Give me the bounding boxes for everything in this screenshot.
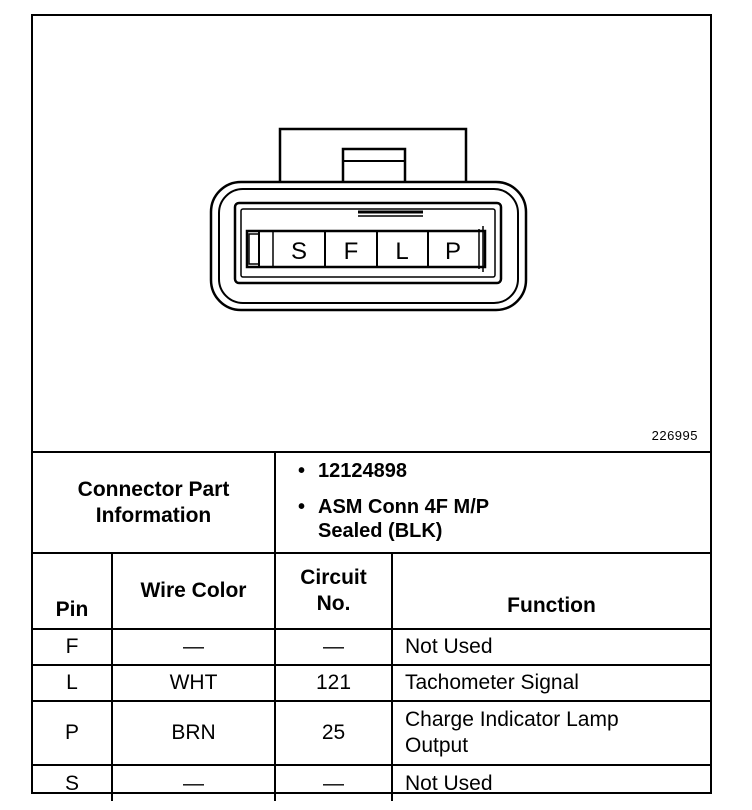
bullet-icon: •	[298, 496, 306, 518]
cell-wire-color: —	[111, 628, 276, 666]
part-number-item: • 12124898	[298, 459, 407, 483]
cell-function: Tachometer Signal	[391, 664, 710, 702]
connector-body-inner	[218, 188, 519, 304]
table-header-row: Pin Wire Color Circuit No. Function	[33, 554, 710, 630]
cell-wire-color: WHT	[111, 664, 276, 702]
pin-label-f: F	[344, 238, 359, 265]
description-item: • ASM Conn 4F M/P Sealed (BLK)	[298, 495, 490, 543]
connector-part-information-label: Connector Part Information	[33, 453, 276, 552]
cell-circuit: 121	[274, 664, 393, 702]
cell-wire-color: BRN	[111, 700, 276, 766]
table-row: F — — Not Used	[33, 628, 710, 666]
cell-pin: F	[33, 628, 113, 666]
connector-latch-housing	[278, 127, 468, 186]
pin-label-l: L	[395, 238, 408, 265]
function-line1: Charge Indicator Lamp	[405, 708, 619, 731]
cell-circuit: —	[274, 628, 393, 666]
description-line2: Sealed (BLK)	[318, 520, 443, 542]
connector-cavity-frame	[233, 201, 503, 285]
header-pin: Pin	[33, 554, 113, 630]
info-label-line1: Connector Part	[77, 477, 230, 501]
connector-pin-strip	[245, 229, 487, 269]
cell-function: Charge Indicator Lamp Output	[391, 700, 710, 766]
description-line1: ASM Conn 4F M/P	[318, 496, 490, 518]
function-line2: Output	[405, 734, 469, 757]
bullet-icon: •	[298, 460, 306, 482]
connector-diagram-area: S F L P 226995	[33, 16, 710, 453]
connector-sheet: S F L P 226995 Connector Part Informatio…	[31, 14, 712, 801]
info-label-line2: Information	[95, 503, 212, 527]
cell-circuit: 25	[274, 700, 393, 766]
header-circuit-line1: Circuit	[300, 566, 367, 589]
connector-drawing: S F L P	[209, 127, 528, 312]
part-number: 12124898	[318, 460, 407, 482]
table-row: S — — Not Used	[33, 764, 710, 801]
figure-number: 226995	[651, 428, 698, 443]
cell-pin: S	[33, 764, 113, 801]
connector-body-outer	[209, 180, 528, 312]
connector-part-information-values: • 12124898 • ASM Conn 4F M/P Sealed (BLK…	[276, 453, 710, 552]
header-circuit-line2: No.	[316, 592, 351, 615]
cell-pin: L	[33, 664, 113, 702]
connector-latch-tab	[341, 147, 407, 187]
table-row: L WHT 121 Tachometer Signal	[33, 664, 710, 702]
cell-wire-color: —	[111, 764, 276, 801]
pin-label-s: S	[291, 238, 307, 265]
connector-part-information-row: Connector Part Information • 12124898 • …	[33, 453, 710, 554]
table-row: P BRN 25 Charge Indicator Lamp Output	[33, 700, 710, 766]
cell-function: Not Used	[391, 628, 710, 666]
cell-circuit: —	[274, 764, 393, 801]
header-circuit-no: Circuit No.	[274, 554, 393, 630]
cell-pin: P	[33, 700, 113, 766]
header-wire-color: Wire Color	[111, 554, 276, 630]
pin-label-p: P	[445, 238, 461, 265]
pin-table: Pin Wire Color Circuit No. Function F — …	[33, 554, 710, 801]
cell-function: Not Used	[391, 764, 710, 801]
header-function: Function	[391, 554, 710, 630]
